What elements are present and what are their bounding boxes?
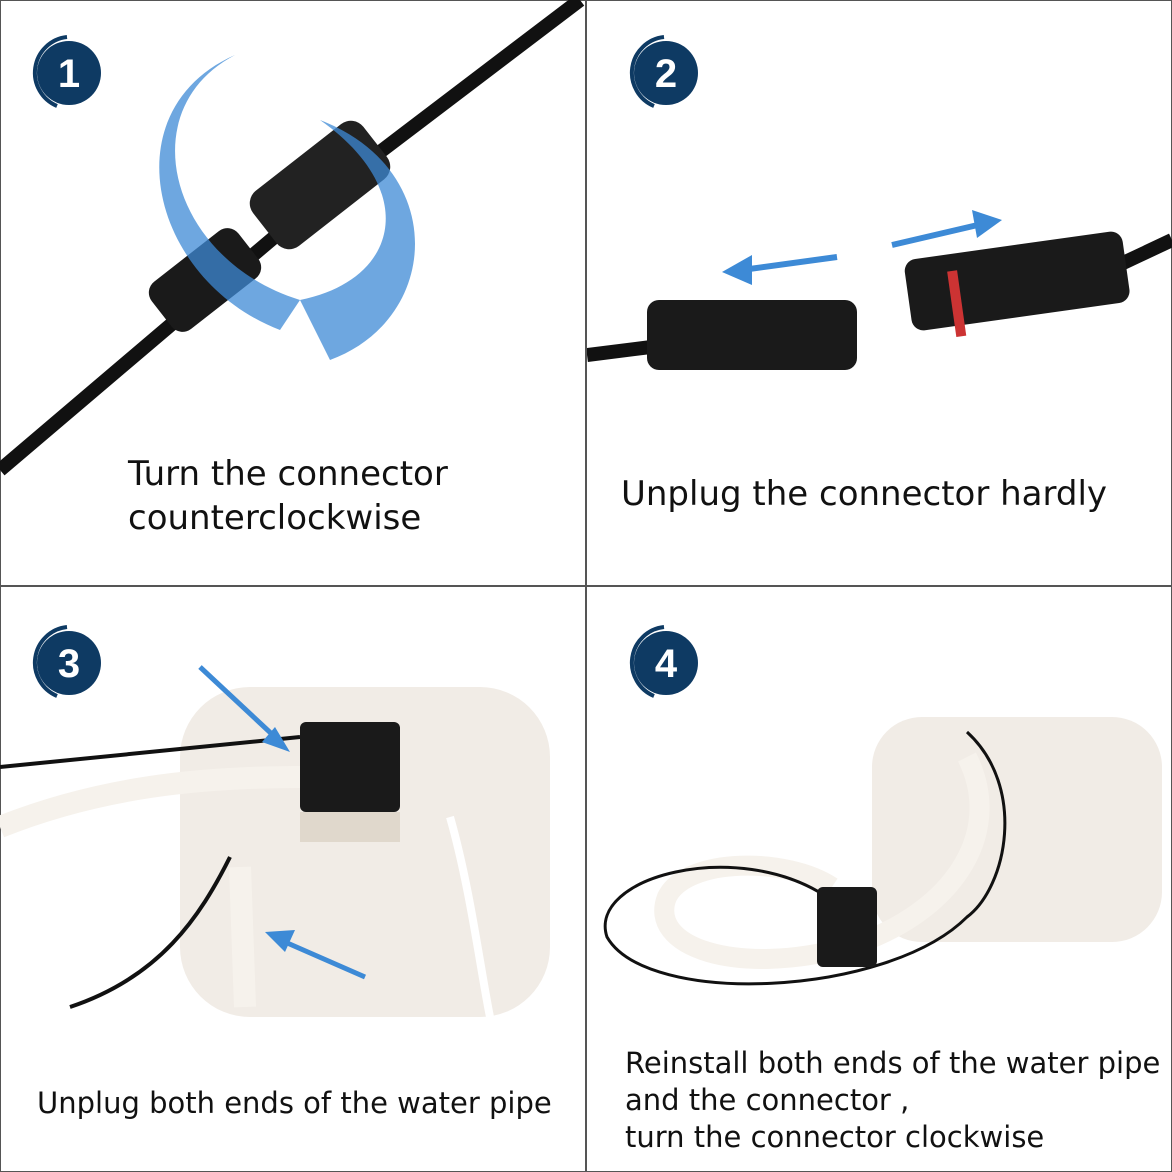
step-1-caption: Turn the connector counterclockwise (128, 454, 448, 539)
rotate-arrow-icon-2 (300, 120, 415, 360)
divider-horizontal (0, 585, 1172, 587)
step-1-badge: 1 (32, 35, 101, 108)
step-2-caption: Unplug the connector hardly (621, 474, 1108, 514)
arrow-icon-2 (265, 930, 295, 952)
step-2-badge: 2 (629, 35, 698, 108)
step-3-panel: 3 Unplug both ends of the water pipe (0, 587, 585, 1172)
svg-text:4: 4 (655, 642, 678, 686)
step-3-caption: Unplug both ends of the water pipe (37, 1086, 552, 1120)
step-2-illustration (587, 210, 1172, 370)
svg-text:1: 1 (58, 52, 80, 96)
step-4-illustration (603, 717, 1162, 986)
step-4-panel: 4 Reinstall both ends of the water pipe … (587, 587, 1172, 1172)
arrow-icon (262, 727, 290, 752)
cable (603, 730, 1007, 986)
step-2-panel: 2 Unplug the connector hardly (587, 0, 1172, 585)
cable (0, 0, 585, 476)
svg-text:2: 2 (655, 52, 677, 96)
pump-connector (300, 722, 400, 812)
step-4-caption: Reinstall both ends of the water pipe an… (625, 1046, 1161, 1155)
connector-female (148, 228, 262, 332)
pump (817, 887, 877, 967)
arrow-left-icon (722, 255, 752, 285)
step-1-panel: 1 Turn the connector counterclockwise (0, 0, 585, 585)
arrow-right-icon (972, 210, 1002, 238)
rotate-arrow-icon (159, 55, 300, 330)
connector-male (249, 120, 391, 250)
step-3-illustration (0, 665, 550, 1018)
svg-text:3: 3 (58, 642, 80, 686)
o-ring (947, 270, 967, 337)
water-pipe (0, 766, 301, 838)
step-4-badge: 4 (629, 625, 698, 698)
step-1-illustration (0, 0, 585, 476)
connector-male (904, 231, 1130, 331)
step-3-badge: 3 (32, 625, 101, 698)
connector-female (647, 300, 857, 370)
